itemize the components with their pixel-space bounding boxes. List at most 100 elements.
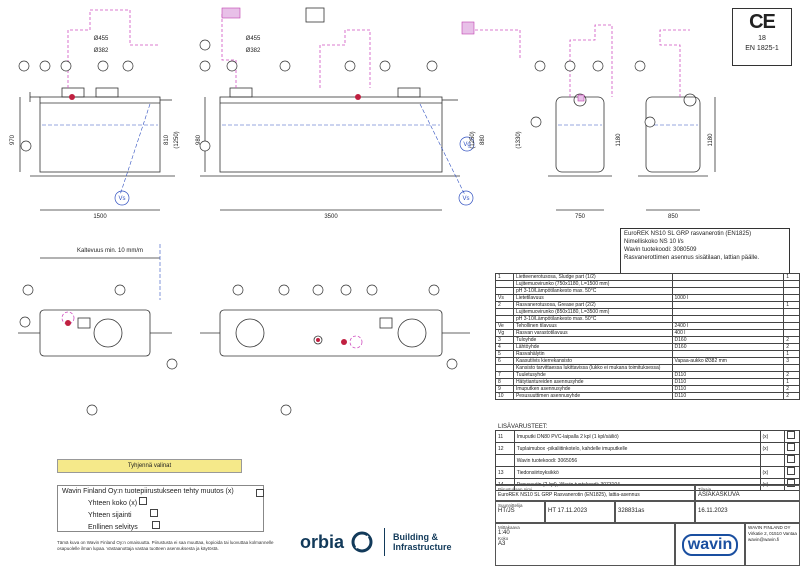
parts-cell-qty bbox=[783, 294, 800, 302]
ce-number: 18 bbox=[758, 35, 766, 42]
parts-cell-text: Rasvahälytin bbox=[512, 350, 673, 358]
accessory-cell-mark bbox=[759, 454, 786, 467]
parts-cell-no: 2 bbox=[495, 301, 514, 309]
accessory-checkbox[interactable] bbox=[787, 479, 796, 487]
accessory-cell-no: 13 bbox=[495, 466, 515, 479]
parts-cell-code: D110 bbox=[671, 392, 785, 400]
parts-cell-no: 1 bbox=[495, 273, 514, 281]
accessory-checkbox[interactable] bbox=[787, 431, 796, 439]
orbia-icon bbox=[351, 531, 373, 553]
parts-cell-code bbox=[671, 308, 785, 316]
change-box: Wavin Finland Oy:n tuotepiirustukseen te… bbox=[57, 485, 264, 532]
parts-cell-qty bbox=[783, 364, 800, 372]
clear-selections-button[interactable]: Tyhjennä valinat bbox=[57, 459, 242, 473]
dim-382a: Ø382 bbox=[94, 48, 109, 54]
dim-750: 750 bbox=[575, 214, 586, 220]
dim-980: 980 bbox=[196, 134, 202, 145]
parts-cell-text: Kaasutiivis kierrekansisto bbox=[512, 357, 673, 365]
parts-cell-text: Tuuletusyhde bbox=[512, 371, 673, 379]
parts-cell-qty bbox=[783, 308, 800, 316]
scale: 1:40 bbox=[498, 530, 510, 536]
accessory-checkbox[interactable] bbox=[787, 455, 796, 463]
dim-455a: Ø455 bbox=[94, 36, 109, 42]
dim-810: 810 bbox=[164, 134, 170, 145]
accessory-cell-text: Tuplaimubox -pikaliitinkotelo, kahdelle … bbox=[513, 442, 761, 455]
parts-cell-code bbox=[671, 350, 785, 358]
dim-850: 850 bbox=[668, 214, 679, 220]
accessory-cell-no: 11 bbox=[495, 430, 515, 443]
checked: HT 17.11.2023 bbox=[548, 508, 588, 514]
drawing-number: 328831as bbox=[618, 508, 645, 514]
accessory-checkbox[interactable] bbox=[787, 443, 796, 451]
project-name: EuroREK NS10 SL GRP Rasvanerotin (EN1825… bbox=[498, 492, 640, 498]
parts-cell-qty bbox=[783, 329, 800, 337]
change-checkbox[interactable] bbox=[256, 489, 264, 497]
parts-cell-no bbox=[495, 287, 514, 295]
accessory-cell-mark: (x) bbox=[759, 430, 786, 443]
address: Virkatie 2, 01510 Vantaa bbox=[748, 531, 797, 536]
parts-cell-code: D110 bbox=[671, 371, 785, 379]
tank1-side-view bbox=[555, 96, 605, 173]
accessory-cell-mark: (x) bbox=[759, 442, 786, 455]
vs-label: Vs bbox=[118, 196, 125, 202]
tank2-plan-view bbox=[219, 309, 443, 357]
parts-cell-text: Rasvanerotusosa, Grease part (2/2) bbox=[512, 301, 673, 309]
change-item-3-checkbox[interactable] bbox=[151, 521, 160, 529]
parts-cell-qty: 1 bbox=[783, 350, 800, 358]
tank2-side-view bbox=[645, 96, 701, 173]
parts-cell-no: Vs bbox=[495, 294, 514, 302]
info-line-2: Nimelliskoko NS 10 l/s bbox=[624, 239, 684, 245]
parts-cell-no: Vg bbox=[495, 329, 514, 337]
info-note: Rasvanerottimen asennus sisätilaan, latt… bbox=[624, 255, 760, 261]
ce-marking: CE 18 EN 1825-1 bbox=[732, 8, 792, 66]
accessory-checkbox[interactable] bbox=[787, 467, 796, 475]
parts-cell-code: D160 bbox=[671, 343, 785, 351]
date: 16.11.2023 bbox=[698, 508, 728, 514]
parts-cell-text: Kansisto tarvittaessa lukittavissa (lukk… bbox=[512, 364, 673, 372]
parts-cell-code bbox=[671, 364, 785, 372]
parts-cell-qty: 2 bbox=[783, 343, 800, 351]
parts-cell-code bbox=[671, 280, 785, 288]
email: wavin@wavin.fi bbox=[748, 537, 780, 542]
parts-cell-no: 6 bbox=[495, 357, 514, 365]
parts-cell-text: Tuloyhde bbox=[512, 336, 673, 344]
accessory-cell-text: Tiedonsiirtoyksikkö bbox=[513, 466, 761, 479]
change-item-1-checkbox[interactable] bbox=[139, 497, 147, 505]
accessory-cell-text: Imuputki DN80 PVC-laipalla 2 kpl (1 kpl/… bbox=[513, 430, 761, 443]
bi-line-1: Building & bbox=[393, 532, 439, 542]
parts-cell-no bbox=[495, 308, 514, 316]
parts-cell-text: Imuputken asennusyhde bbox=[512, 385, 673, 393]
dim-1250b: (1250) bbox=[470, 131, 476, 148]
accessory-check-cell bbox=[784, 454, 800, 467]
change-item-2-checkbox[interactable] bbox=[149, 509, 158, 517]
scale-label: Mittakaava bbox=[498, 525, 520, 530]
change-item-3: Enllinen selvitys bbox=[88, 524, 138, 531]
parts-cell-qty: 1 bbox=[783, 301, 800, 309]
customer: ASIAKASKUVA bbox=[698, 492, 740, 498]
dim-1180a: 1180 bbox=[616, 133, 622, 147]
drawer: HT/JS bbox=[498, 508, 515, 514]
format-label: Koko bbox=[498, 536, 509, 541]
parts-cell-no: 10 bbox=[495, 392, 514, 400]
parts-cell-no bbox=[495, 315, 514, 323]
parts-cell-text: Pesusuuttimen asennusyhde bbox=[512, 392, 673, 400]
parts-cell-qty: 2 bbox=[783, 392, 800, 400]
parts-cell-qty bbox=[783, 280, 800, 288]
parts-cell-code: 2400 l bbox=[671, 322, 785, 330]
parts-cell-no: 7 bbox=[495, 371, 514, 379]
change-title: Wavin Finland Oy:n tuotepiirustukseen te… bbox=[62, 488, 234, 495]
parts-cell-qty: 2 bbox=[783, 385, 800, 393]
dim-455b: Ø455 bbox=[246, 36, 261, 42]
parts-cell-qty bbox=[783, 322, 800, 330]
